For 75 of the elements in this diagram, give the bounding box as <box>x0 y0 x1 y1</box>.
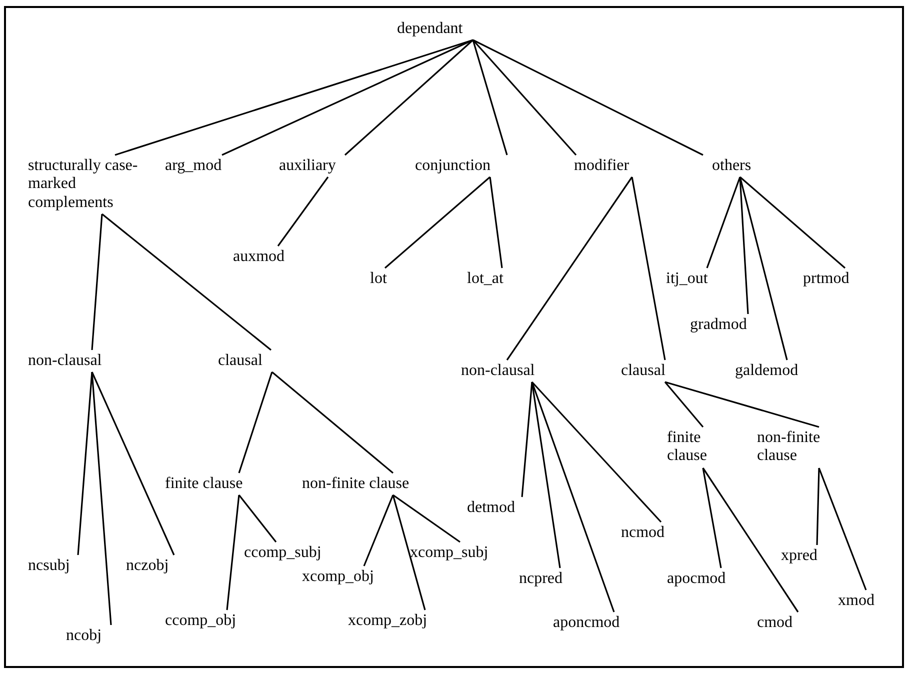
tree-branch-line <box>114 39 474 156</box>
category-label: structurally case-marked complements <box>28 155 140 214</box>
category-label: ccomp_obj <box>165 610 236 632</box>
tree-branch-line <box>531 382 615 612</box>
tree-branch-line <box>506 176 633 360</box>
tree-branch-line <box>392 494 426 610</box>
tree-branch-line <box>271 371 394 474</box>
category-label: galdemod <box>735 360 798 382</box>
tree-branch-line <box>238 494 277 542</box>
tree-branch-line <box>739 176 749 314</box>
category-label: cmod <box>757 612 793 634</box>
tree-branch-line <box>91 372 175 556</box>
category-label: auxiliary <box>279 155 336 178</box>
category-label: finite clause <box>667 427 729 468</box>
category-label: non-clausal <box>28 350 102 372</box>
tree-branch-line <box>238 372 273 474</box>
tree-branch-line <box>664 381 704 428</box>
category-label: non-finite clause <box>757 427 857 468</box>
category-label: xmod <box>838 590 874 612</box>
tree-branch-line <box>344 39 474 156</box>
tree-branch-line <box>739 176 788 360</box>
tree-branch-line <box>521 382 533 498</box>
category-label: lot_at <box>467 268 504 290</box>
category-label: non-clausal <box>461 360 535 382</box>
tree-branch-line <box>222 39 474 156</box>
category-label: ncsubj <box>28 555 70 578</box>
category-label: lot <box>370 268 387 290</box>
tree-branch-line <box>702 468 799 612</box>
category-label: xcomp_obj <box>302 566 374 588</box>
tree-branch-line <box>631 176 666 360</box>
category-label: others <box>712 155 752 178</box>
category-label: ncpred <box>519 568 563 590</box>
tree-branch-line <box>472 39 704 156</box>
category-label: clausal <box>218 350 262 372</box>
category-label: conjunction <box>415 155 491 178</box>
tree-branch-line <box>472 39 577 156</box>
category-label: arg_mod <box>165 155 222 178</box>
tree-branch-line <box>91 214 103 350</box>
tree-branch-line <box>102 213 272 351</box>
category-label: clausal <box>621 360 666 382</box>
tree-branch-line <box>706 176 741 268</box>
category-label: prtmod <box>803 268 850 290</box>
tree-branch-line <box>489 176 503 268</box>
tree-branch-line <box>226 494 240 610</box>
category-label: nczobj <box>126 555 169 578</box>
category-label: xpred <box>781 545 818 568</box>
category-label: xcomp_zobj <box>348 610 428 632</box>
tree-branch-line <box>363 494 394 566</box>
tree-branch-line <box>531 382 561 568</box>
category-label: apocmod <box>667 568 726 590</box>
category-label: ncobj <box>66 625 102 648</box>
tree-branch-line <box>91 372 112 626</box>
category-label: modifier <box>574 155 630 178</box>
tree-branch-line <box>664 381 820 428</box>
tree-branch-line <box>277 176 329 246</box>
tree-branch-line <box>472 40 508 156</box>
category-label: ncmod <box>621 522 665 544</box>
category-label: xcomp_subj <box>410 542 488 564</box>
category-label: itj_out <box>666 268 708 290</box>
category-label: gradmod <box>690 314 747 336</box>
category-label: detmod <box>467 497 515 520</box>
category-label: dependant <box>397 18 463 40</box>
category-label: aponcmod <box>553 612 620 634</box>
tree-branch-line <box>392 494 460 543</box>
tree-branch-line <box>702 468 722 568</box>
tree-branch-line <box>739 176 846 269</box>
tree-branch-line <box>531 381 662 523</box>
category-label: ccomp_subj <box>244 542 322 564</box>
tree-branch-line <box>384 176 491 269</box>
tree-branch-line <box>77 372 93 556</box>
tree-branch-line <box>818 468 867 590</box>
category-label: non-finite clause <box>302 473 410 496</box>
tree-branch-line <box>816 468 820 546</box>
category-label: auxmod <box>233 246 285 268</box>
category-label: finite clause <box>165 473 243 496</box>
